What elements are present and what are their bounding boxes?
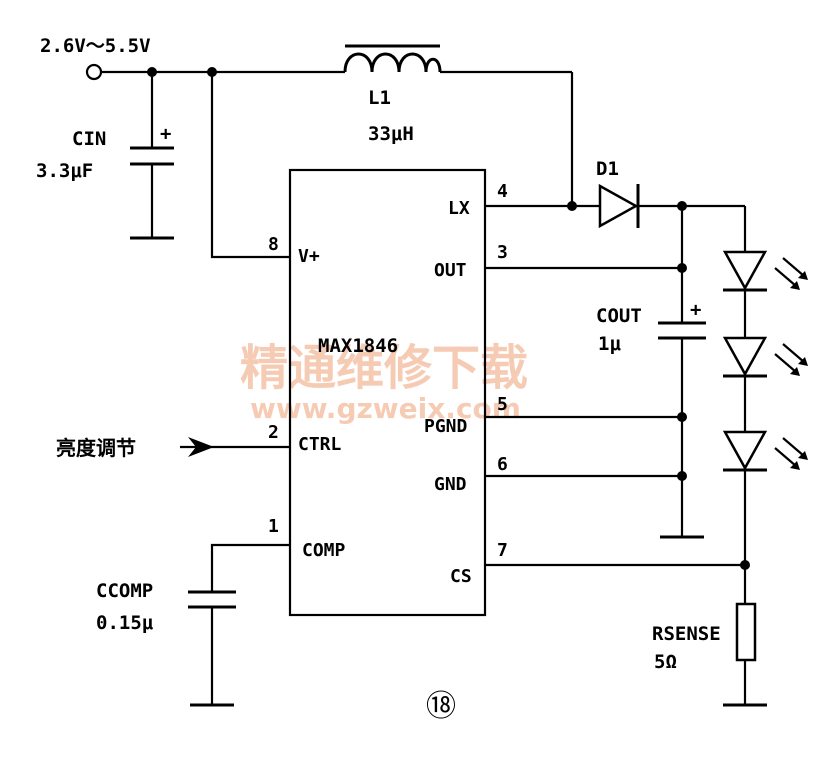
pin-out-number: 3 [497, 242, 508, 263]
capacitor-ccomp [188, 543, 290, 707]
rsense-name: RSENSE [652, 623, 721, 645]
cin-polarity: + [160, 123, 171, 145]
diode-name: D1 [596, 158, 619, 180]
pin-lx-label: LX [448, 198, 470, 219]
ccomp-value: 0.15μ [96, 612, 154, 634]
cout-value: 1μ [598, 333, 621, 355]
cin-name: CIN [72, 128, 106, 150]
diode-d1 [598, 183, 745, 229]
supply-input [85, 63, 345, 81]
figure-number: ⑱ [426, 689, 456, 724]
ctrl-input-arrow [180, 437, 290, 457]
pin-vplus-label: V+ [298, 246, 320, 267]
pin-vplus-number: 8 [268, 234, 279, 255]
led-2 [722, 336, 808, 378]
ctrl-input-label: 亮度调节 [56, 436, 136, 460]
pin-lx-number: 4 [497, 181, 508, 202]
ic-body [288, 168, 487, 617]
lx-node [485, 72, 600, 211]
cout-polarity: + [690, 299, 701, 321]
led-1 [722, 250, 808, 292]
cs-wire [485, 560, 750, 570]
pin-out-label: OUT [434, 260, 467, 281]
pin-comp-label: COMP [302, 540, 346, 561]
pin-cs-number: 7 [497, 540, 508, 561]
cout-name: COUT [596, 305, 642, 327]
pin-gnd-label: GND [434, 474, 467, 495]
pin-ctrl-number: 2 [268, 422, 279, 443]
watermark-text: 精通维修下载 [240, 340, 528, 396]
rsense-value: 5Ω [654, 651, 677, 673]
pin-pgnd-label: PGND [424, 416, 468, 437]
capacitor-cin [130, 72, 174, 240]
inductor-name: L1 [368, 87, 391, 109]
pin-pgnd-number: 5 [497, 394, 508, 415]
ccomp-name: CCOMP [96, 580, 153, 602]
resistor-rsense [723, 602, 767, 707]
pin-cs-label: CS [450, 566, 472, 587]
led-string [722, 206, 808, 604]
pin-ctrl-label: CTRL [298, 434, 342, 455]
pin-gnd-number: 6 [497, 454, 508, 475]
watermark-url: www.gzweix.com [250, 392, 521, 425]
supply-voltage-label: 2.6V～5.5V [40, 35, 151, 57]
led-3 [722, 430, 808, 472]
output-column [485, 206, 706, 539]
vplus-wire [210, 72, 290, 259]
pin-comp-number: 1 [268, 516, 279, 537]
cin-value: 3.3μF [36, 160, 93, 182]
inductor-l1 [343, 44, 572, 74]
inductor-value: 33μH [368, 123, 414, 145]
ic-name: MAX1846 [318, 335, 398, 357]
